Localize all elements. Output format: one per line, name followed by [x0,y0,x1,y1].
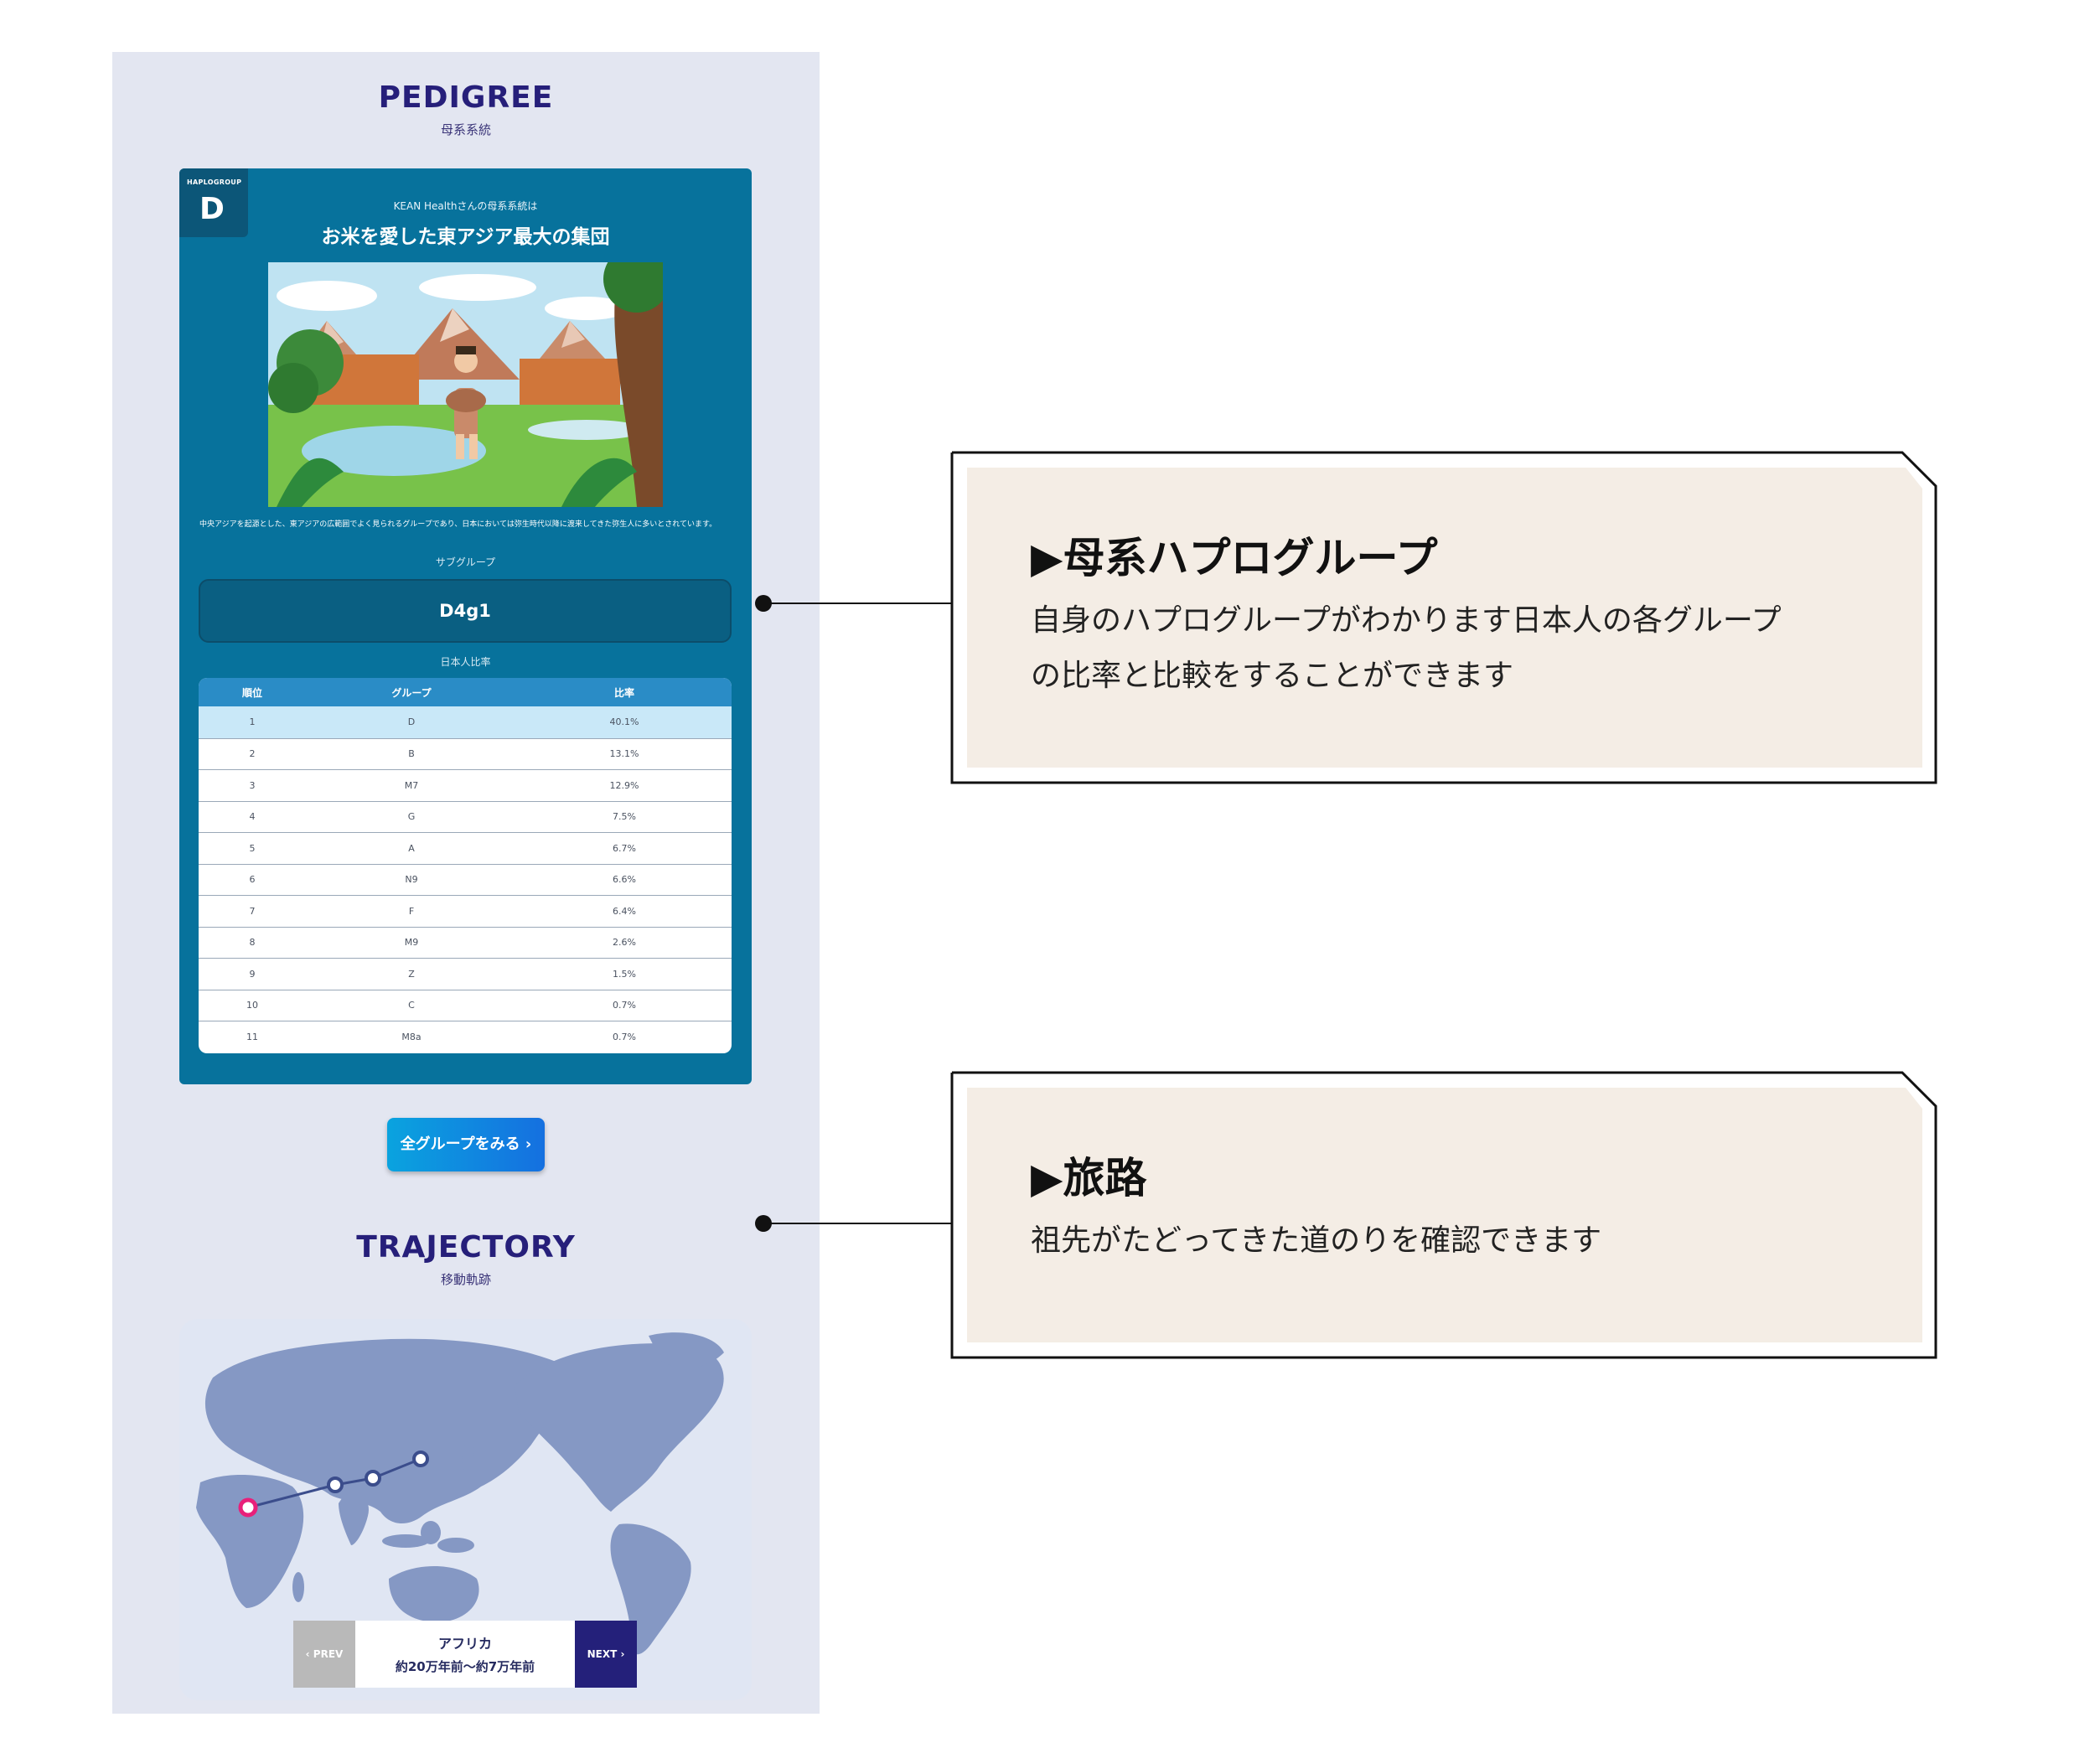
route-point [327,1476,344,1493]
cell-group: M7 [404,779,419,791]
table-header: 順位 グループ 比率 [199,678,732,706]
trajectory-navigator: ‹ PREV アフリカ 約20万年前〜約7万年前 NEXT › [293,1621,637,1688]
cell-group: M8a [401,1031,422,1042]
cell-group: N9 [405,874,418,886]
callout-body-line: 祖先がたどってきた道のりを確認できます [1031,1223,1602,1258]
callout-connector [763,602,952,604]
callout-body-line: の比率と比較をすることができます [1031,659,1514,693]
callout-journey: ▶旅路 祖先がたどってきた道のりを確認できます [950,1071,1939,1359]
cell-group: D [407,716,416,728]
table-row: 8 M9 2.6% [199,926,732,959]
route-point [412,1451,429,1467]
cell-ratio: 6.6% [613,874,636,886]
cell-ratio: 0.7% [613,1000,636,1011]
cell-rank: 8 [249,937,256,949]
next-button[interactable]: NEXT › [575,1621,637,1688]
card-lead: KEAN Healthさんの母系系統は [393,200,538,212]
callout-frame [950,1071,1937,1359]
cell-rank: 7 [249,905,256,917]
trajectory-title: TRAJECTORY [356,1230,576,1264]
col-ratio-header: 比率 [613,686,634,699]
badge-letter: D [199,192,225,226]
table-row: 1 D 40.1% [199,706,732,738]
table-row: 9 Z 1.5% [199,958,732,990]
callout-frame [950,451,1937,784]
subgroup-label: サブグループ [435,556,496,568]
cell-rank: 2 [249,748,256,760]
cell-ratio: 40.1% [609,716,639,728]
haplogroup-card: HAPLOGROUP D KEAN Healthさんの母系系統は お米を愛した東… [179,168,752,1084]
region-period: 約20万年前〜約7万年前 [395,1659,535,1674]
card-headline: お米を愛した東アジア最大の集団 [321,226,610,248]
table-row: 2 B 13.1% [199,737,732,770]
cell-ratio: 6.7% [613,842,636,854]
cell-ratio: 2.6% [613,937,636,949]
region-name: アフリカ [437,1636,492,1652]
table-row: 10 C 0.7% [199,989,732,1021]
cell-ratio: 12.9% [609,779,639,791]
table-row: 11 M8a 0.7% [199,1021,732,1052]
app-screen: PEDIGREE 母系系統 HAPLOGROUP D KEAN Healthさん… [112,52,820,1714]
cell-group: G [407,811,416,823]
cell-ratio: 6.4% [613,905,636,917]
table-row: 4 G 7.5% [199,800,732,833]
badge-label: HAPLOGROUP [187,178,242,186]
ratio-table: 順位 グループ 比率 1 D 40.1% 2 B 13.1% 3 M7 12.9… [199,678,732,1053]
cell-group: F [408,905,415,917]
table-row: 7 F 6.4% [199,895,732,927]
cell-ratio: 7.5% [613,811,636,823]
cell-ratio: 13.1% [609,748,639,760]
cell-rank: 1 [249,716,256,728]
cell-group: B [408,748,415,760]
callout-title: ▶旅路 [1031,1153,1147,1202]
cell-ratio: 1.5% [613,968,636,980]
cell-group: M9 [404,937,419,949]
landscape-illustration [268,262,663,507]
cell-rank: 10 [246,1000,258,1011]
cell-rank: 3 [249,779,256,791]
cell-rank: 9 [249,968,256,980]
cell-rank: 6 [249,874,256,886]
pedigree-title: PEDIGREE [378,80,554,115]
view-all-groups-button[interactable]: 全グループをみる › [387,1118,545,1171]
col-group-header: グループ [391,686,432,699]
cell-group: Z [408,968,415,980]
cell-group: A [408,842,415,854]
col-rank-header: 順位 [241,686,262,699]
cell-group: C [408,1000,415,1011]
ratio-label: 日本人比率 [440,656,491,668]
callout-connector [763,1223,952,1224]
cell-rank: 4 [249,811,256,823]
table-row: 6 N9 6.6% [199,863,732,896]
cell-rank: 11 [246,1031,258,1042]
cell-ratio: 0.7% [613,1031,636,1042]
table-row: 5 A 6.7% [199,832,732,864]
world-map [196,1332,724,1655]
cell-rank: 5 [249,842,256,854]
trajectory-subtitle: 移動軌跡 [440,1272,491,1287]
callout-body-line: 自身のハプログループがわかります日本人の各グループ [1031,603,1782,638]
table-row: 3 M7 12.9% [199,769,732,801]
subgroup-value: D4g1 [199,579,732,643]
route-origin-point [238,1497,258,1518]
route-point [365,1470,381,1487]
callout-title: ▶母系ハプログループ [1031,533,1438,582]
haplogroup-badge: HAPLOGROUP D [179,168,248,237]
trajectory-map: ‹ PREV アフリカ 約20万年前〜約7万年前 NEXT › [179,1319,752,1700]
card-description: 中央アジアを起源とした、東アジアの広範囲でよく見られるグループであり、日本におい… [199,520,717,529]
callout-haplogroup: ▶母系ハプログループ 自身のハプログループがわかります日本人の各グループ の比率… [950,451,1939,784]
prev-button[interactable]: ‹ PREV [293,1621,355,1688]
pedigree-subtitle: 母系系統 [440,122,491,137]
